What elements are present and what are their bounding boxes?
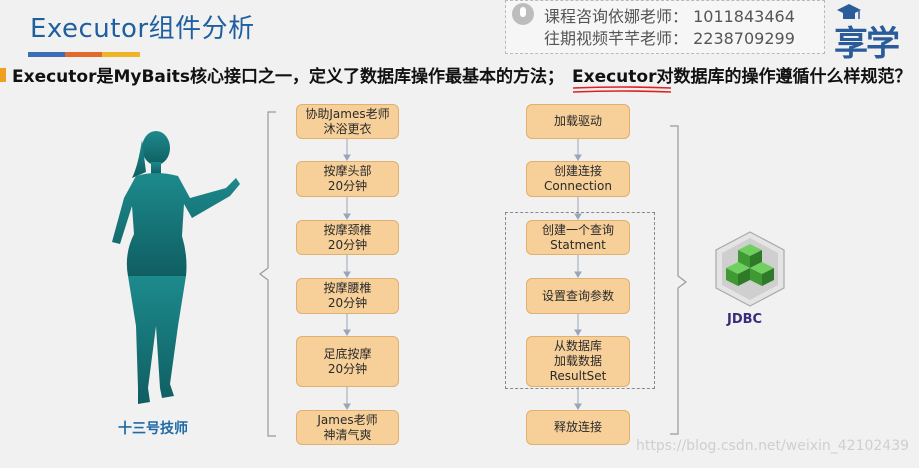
question-underline — [572, 86, 672, 93]
graduation-cap-icon — [837, 4, 861, 19]
watermark: https://blog.csdn.net/weixin_42102439 — [636, 438, 910, 454]
left-step-6: James老师神清气爽 — [296, 410, 399, 445]
right-step-load-driver: 加载驱动 — [526, 104, 630, 139]
slide-title: Executor组件分析 — [30, 14, 255, 44]
heading-text: Executor是MyBaits核心接口之一，定义了数据库操作最基本的方法； — [12, 67, 564, 87]
slide-heading: Executor是MyBaits核心接口之一，定义了数据库操作最基本的方法； E… — [0, 62, 919, 88]
figure-label: 十三号技师 — [118, 421, 188, 437]
brand-logo: 享学 — [828, 2, 908, 64]
left-bracket — [259, 111, 276, 437]
statement-group-frame — [505, 212, 655, 389]
right-step-release: 释放连接 — [526, 410, 630, 445]
microphone-icon — [512, 3, 534, 25]
jdbc-cube-icon — [715, 231, 785, 307]
jdbc-label: JDBC — [727, 312, 763, 327]
contact-line-2: 往期视频芊芊老师： 2238709299 — [544, 29, 795, 48]
contact-panel: 课程咨询依娜老师： 1011843464 往期视频芊芊老师： 223870929… — [505, 0, 825, 54]
contact-line-1: 课程咨询依娜老师： 1011843464 — [544, 7, 795, 26]
brand-logo-text: 享学 — [834, 24, 900, 64]
title-color-bars — [28, 52, 140, 57]
right-step-set-params: 设置查询参数 — [526, 278, 630, 314]
right-bracket — [670, 125, 687, 435]
left-step-1: 协助James老师沐浴更衣 — [296, 104, 399, 139]
heading-question: Executor对数据库的操作遵循什么样规范？ — [572, 67, 912, 87]
woman-silhouette — [112, 131, 240, 404]
